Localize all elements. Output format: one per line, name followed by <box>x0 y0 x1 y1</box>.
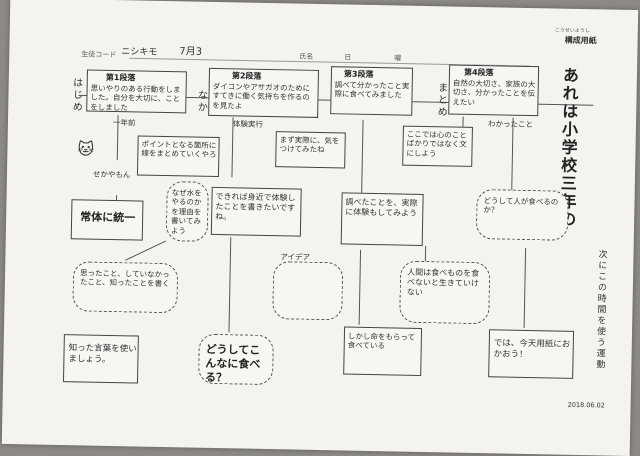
stage-1-text: 思いやりのある行動をしました。自分を大切に、ことをしました <box>90 83 181 113</box>
cat-note: せかやもん <box>92 169 131 180</box>
final-text: では、今天用紙におかおう！ <box>493 338 571 360</box>
cloud-3: アイデア <box>272 252 344 321</box>
stage-2-note: 体験実行 <box>232 119 264 129</box>
stage-2-box: 第2段落 ダイコンやアサガオのためにすてきに働く気持ちを作るのを見たよ <box>208 67 320 118</box>
stage-3-box: 第3段落 調べて分かったこと実際に食べてみました <box>330 66 414 116</box>
mid-box-1: できれば身近で体験したことを書きたいですね。 <box>210 186 302 237</box>
feel-box: 知った言葉を使いましょう。 <box>62 334 139 384</box>
unify-text: 常体に統一 <box>80 210 136 225</box>
point-box: ポイントとなる箇所に線をまとめていくやろ <box>136 135 220 178</box>
stage-4-note: わかったこと <box>487 119 534 130</box>
stage-1-note: 一年前 <box>112 118 136 128</box>
research-text: 調べたことを、実際に体験もしてみよう <box>345 197 418 218</box>
bottom-mid-box: しかし命をもらって食べている <box>343 326 423 376</box>
stage-4-label: 第4段落 <box>463 67 494 78</box>
vegetable-text: 人間は食べものを食べないと生きていけない <box>406 267 480 297</box>
mid-box-2: まず実際に、気をつけてみたね <box>275 131 346 169</box>
unify-box: 常体に統一 <box>70 199 144 241</box>
bottom-mid-text: しかし命をもらって食べている <box>347 331 416 351</box>
cloud-2: 思ったこと、していなかったこと、知ったことを書く <box>72 261 179 314</box>
research-box: 調べたことを、実際に体験もしてみよう <box>340 192 424 246</box>
cloud-2-text: 思ったこと、していなかったこと、知ったことを書く <box>79 268 170 289</box>
mid-box-1-text: できれば身近で体験したことを書きたいですね。 <box>215 191 296 222</box>
why-cloud: なぜ水をやるのかを理由を書いてみよう <box>165 181 209 242</box>
stage-3-text: 調べて分かったこと実際に食べてみました <box>334 80 410 100</box>
final-box: では、今天用紙におかおう！ <box>488 329 575 379</box>
cloud-1: どうして人が食べるのか？ <box>475 189 569 241</box>
intro-vertical: はじめ <box>70 77 82 114</box>
stage-3-label: 第3段落 <box>343 69 374 79</box>
stage-1-box: 第1段落 思いやりのある行動をしました。自分を大切に、ことをしました <box>86 69 187 114</box>
stage-2-label: 第2段落 <box>231 71 262 81</box>
signature-date: 2018.06.02 <box>567 400 605 410</box>
cat-doodle-icon: 🐱 <box>77 139 95 159</box>
stage-4-box: 第4段落 自然の大切さ、家族の大切さ、分かったことを伝えたい <box>448 64 540 117</box>
feel-text: 知った言葉を使いましょう。 <box>68 343 137 365</box>
stage-2-text: ダイコンやアサガオのためにすてきに働く気持ちを作るのを見たよ <box>212 81 311 111</box>
signature-vertical: 次にこの時間を使う運動 <box>594 249 607 371</box>
why-text: なぜ水をやるのかを理由を書いてみよう <box>170 188 202 235</box>
memo-text: ここでは心のことばかりではなく文にしよう <box>406 129 467 158</box>
cloud-1-text: どうして人が食べるのか？ <box>483 196 559 215</box>
stage-1-label: 第1段落 <box>105 72 136 83</box>
mid-box-2-text: まず実際に、気をつけてみたね <box>279 135 340 155</box>
vegetable-cloud: 人間は食べものを食べないと生きていけない <box>399 260 491 325</box>
stage-4-text: 自然の大切さ、家族の大切さ、分かったことを伝えたい <box>452 78 536 107</box>
middle-vertical: なか <box>195 89 207 114</box>
memo-box: ここでは心のことばかりではなく文にしよう <box>402 125 473 167</box>
closing-vertical: まとめ <box>435 82 447 119</box>
point-text: ポイントとなる箇所に線をまとめていくやろ <box>141 139 217 160</box>
center-feel-text: どうしてこんなに食べる？ <box>204 342 261 384</box>
center-feel-cloud: どうしてこんなに食べる？ <box>197 333 274 386</box>
idea-tag: アイデア <box>280 252 311 262</box>
